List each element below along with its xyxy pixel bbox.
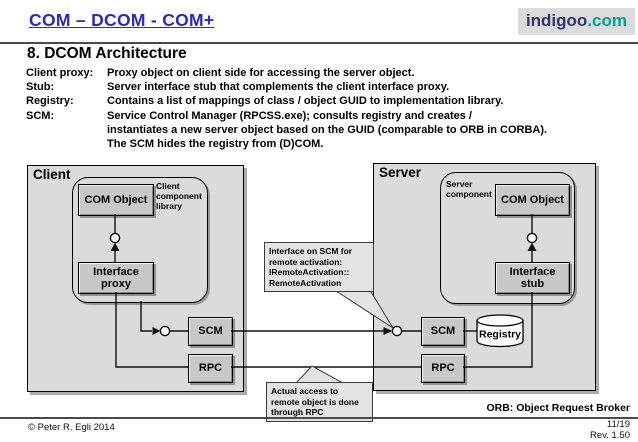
definition-term: SCM: xyxy=(26,109,55,122)
client-label: Client xyxy=(33,167,71,182)
page-number: 11/19 xyxy=(606,419,630,430)
definition-desc: Contains a list of mappings of class / o… xyxy=(107,95,504,108)
client-scm-box: SCM xyxy=(188,317,233,346)
callout-tail xyxy=(294,365,344,384)
server-scm-box: SCM xyxy=(421,317,465,346)
server-com-object-box: COM Object xyxy=(495,184,570,216)
server-rpc-box: RPC xyxy=(421,354,465,383)
logo-name: indigoo xyxy=(525,11,588,30)
page-info: 11/19 Rev. 1.50 xyxy=(590,419,630,441)
definition-desc: Service Control Manager (RPCSS.exe); con… xyxy=(107,109,548,151)
header-divider xyxy=(0,42,638,44)
definition-row: Stub: Server interface stub that complem… xyxy=(26,80,547,94)
indigoo-logo: indigoo.com xyxy=(517,8,635,35)
copyright-text: © Peter R. Egli 2014 xyxy=(28,422,115,433)
definition-row: Client proxy: Proxy object on client sid… xyxy=(26,66,547,80)
revision-number: Rev. 1.50 xyxy=(590,429,630,441)
client-rpc-box: RPC xyxy=(188,354,233,383)
scm-interface-callout: Interface on SCM for remote activation: … xyxy=(264,242,374,292)
interface-stub-box: Interface stub xyxy=(495,262,570,294)
server-component-note: Server component xyxy=(446,179,492,199)
definition-desc: Proxy object on client side for accessin… xyxy=(107,67,415,79)
definition-term: Client proxy: xyxy=(26,67,94,79)
header-title: COM – DCOM - COM+ xyxy=(29,10,215,30)
definition-list: Client proxy: Proxy object on client sid… xyxy=(26,66,547,151)
server-label: Server xyxy=(379,165,422,180)
rpc-access-callout: Actual access to remote object is done t… xyxy=(266,382,373,422)
definition-desc: Server interface stub that complements t… xyxy=(107,81,450,94)
footer-divider xyxy=(0,417,638,419)
logo-tld: .com xyxy=(587,11,627,30)
interface-proxy-box: Interface proxy xyxy=(78,262,154,294)
definition-row: Registry: Contains a list of mappings of… xyxy=(26,94,547,108)
client-com-object-box: COM Object xyxy=(78,184,154,216)
definition-term: Stub: xyxy=(26,81,55,94)
orb-abbreviation-note: ORB: Object Request Broker xyxy=(486,402,630,414)
definition-row: SCM: Service Control Manager (RPCSS.exe)… xyxy=(26,109,547,152)
definition-term: Registry: xyxy=(26,95,74,108)
slide-title: 8. DCOM Architecture xyxy=(27,45,187,62)
client-component-note: Client component library xyxy=(156,181,202,211)
